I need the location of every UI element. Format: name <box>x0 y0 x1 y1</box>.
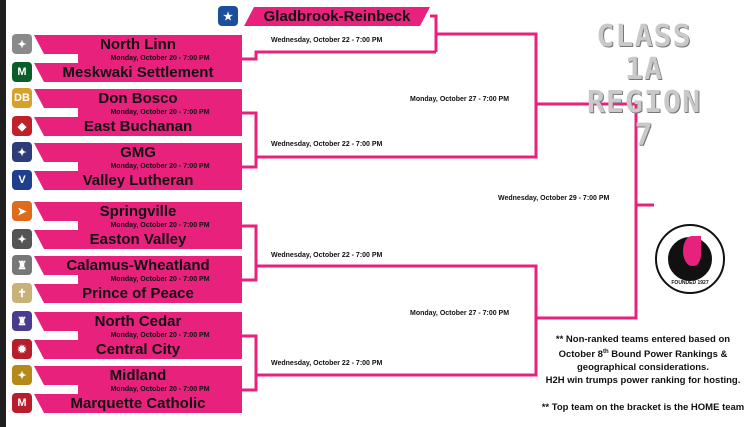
team-easton-valley: Easton Valley <box>34 230 242 249</box>
date-final: Wednesday, October 29 - 7:00 PM <box>498 195 610 202</box>
orange-bird-icon: ➤ <box>12 201 32 221</box>
seal-silhouette <box>683 236 701 266</box>
region-title: CLASS 1A REGION 7 <box>574 20 714 152</box>
cross-shield-icon: ✝ <box>12 283 32 303</box>
eagle-icon: ✦ <box>12 142 32 162</box>
team-springville: Springville <box>34 202 242 221</box>
note-line-4: H2H win trumps power ranking for hosting… <box>545 375 741 387</box>
date-second-round-2: Wednesday, October 22 - 7:00 PM <box>271 141 383 148</box>
v-shield-icon: V <box>12 170 32 190</box>
m-monogram-icon: M <box>12 393 32 413</box>
bracket-connector-6 <box>242 224 258 282</box>
bracket-connector-12 <box>536 102 638 320</box>
team-north-linn: North Linn <box>34 35 242 54</box>
db-monogram-icon: DB <box>12 88 32 108</box>
first-round-date-7: Monday, October 20 - 7:00 PM <box>78 385 242 394</box>
first-round-date-6: Monday, October 20 - 7:00 PM <box>78 331 242 340</box>
note-line-1: ** Non-ranked teams entered based on <box>555 334 731 345</box>
first-round-date-1: Monday, October 20 - 7:00 PM <box>78 54 242 63</box>
team-gladbrook-reinbeck: Gladbrook-Reinbeck <box>244 7 430 26</box>
team-east-buchanan: East Buchanan <box>34 117 242 136</box>
bracket-connector-2 <box>242 50 436 61</box>
bracket-connector-10 <box>436 32 538 159</box>
knight-icon: ♜ <box>12 255 32 275</box>
date-quarterfinal-1: Monday, October 27 - 7:00 PM <box>410 96 510 103</box>
team-calamus-wheatland: Calamus-Wheatland <box>34 256 242 275</box>
date-quarterfinal-2: Monday, October 27 - 7:00 PM <box>410 310 510 317</box>
date-second-round-3: Wednesday, October 22 - 7:00 PM <box>271 252 383 259</box>
team-midland: Midland <box>34 366 242 385</box>
bracket-notes: ** Non-ranked teams entered based on Oct… <box>538 333 748 387</box>
note-line-3: geographical considerations. <box>577 362 709 374</box>
team-prince-of-peace: Prince of Peace <box>34 284 242 303</box>
hawk-icon: ✦ <box>12 229 32 249</box>
region-title-line1: CLASS 1A <box>596 19 692 87</box>
knight-icon: ♜ <box>12 311 32 331</box>
team-north-cedar: North Cedar <box>34 312 242 331</box>
note-line-2-b: Bound Power Rankings & <box>608 349 728 361</box>
first-round-date-2: Monday, October 20 - 7:00 PM <box>78 108 242 117</box>
region-title-line2: REGION 7 <box>586 85 702 153</box>
note-line-2-sup: th <box>602 349 609 355</box>
first-round-date-3: Monday, October 20 - 7:00 PM <box>78 162 242 171</box>
note-line-2-a: October 8 <box>558 349 603 361</box>
date-second-round-1: Wednesday, October 22 - 7:00 PM <box>271 37 383 44</box>
first-round-date-5: Monday, October 20 - 7:00 PM <box>78 275 242 284</box>
eagle-icon: ✦ <box>12 365 32 385</box>
association-seal-icon: FOUNDED 1927 <box>655 224 725 294</box>
date-second-round-4: Wednesday, October 22 - 7:00 PM <box>271 360 383 367</box>
bobcat-icon: ★ <box>218 6 238 26</box>
team-gmg: GMG <box>34 143 242 162</box>
team-valley-lutheran: Valley Lutheran <box>34 171 242 190</box>
home-team-note: ** Top team on the bracket is the HOME t… <box>541 402 745 413</box>
bracket-connector-4 <box>242 111 258 169</box>
bracket-lines <box>242 14 654 392</box>
note-line-2: October 8th Bound Power Rankings & <box>538 346 748 361</box>
seal-founded: FOUNDED 1927 <box>671 280 709 286</box>
bracket-connector-11 <box>436 264 538 377</box>
bracket-connector-8 <box>242 334 258 392</box>
hawk-icon: ✦ <box>12 34 32 54</box>
first-round-date-4: Monday, October 20 - 7:00 PM <box>78 221 242 230</box>
wildcat-icon: ✹ <box>12 339 32 359</box>
helmet-icon: ◆ <box>12 116 32 136</box>
team-marquette-catholic: Marquette Catholic <box>34 394 242 413</box>
team-meskwaki-settlement: Meskwaki Settlement <box>34 63 242 82</box>
team-central-city: Central City <box>34 340 242 359</box>
team-don-bosco: Don Bosco <box>34 89 242 108</box>
tribal-m-icon: M <box>12 62 32 82</box>
